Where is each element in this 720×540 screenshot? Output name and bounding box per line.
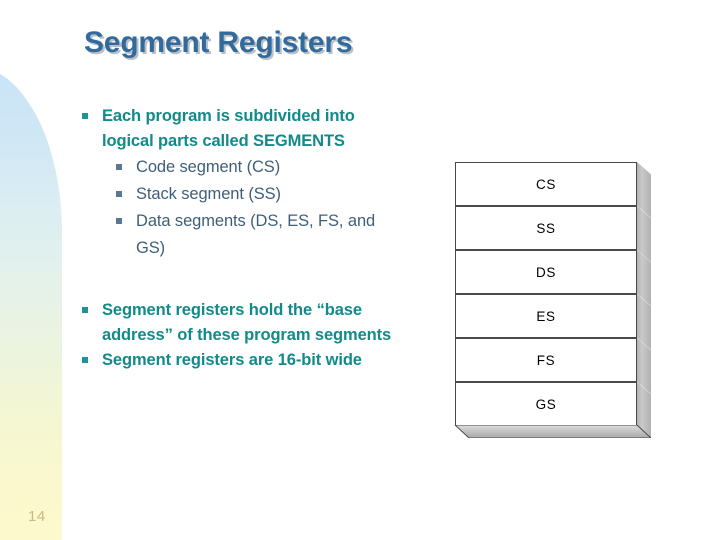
register-label-fs: FS [455,338,637,382]
register-box-side-3d [637,382,651,438]
register-box-fs: FS [455,338,651,394]
register-box-side-3d [637,250,651,306]
bullet-level2-label: Data segments (DS, ES, FS, and GS) [136,212,376,257]
bullet-level2-label: Stack segment (SS) [136,185,281,203]
bullet-square-icon [116,191,122,197]
bullet-level2: Code segment (CS) [110,154,408,181]
bullet-level2-label: Code segment (CS) [136,158,281,176]
register-box-es: ES [455,294,651,350]
bullet-level2: Data segments (DS, ES, FS, and GS) [110,208,408,262]
register-box-gs: GS [455,382,651,438]
content-body: Each program is subdivided into logical … [78,104,408,373]
register-box-side-3d [637,206,651,262]
register-stack-bottom-3d [455,425,651,438]
register-box-side-3d [637,162,651,218]
bullet-level2: Stack segment (SS) [110,181,408,208]
register-label-cs: CS [455,162,637,206]
bullet-square-icon [116,218,122,224]
register-box-cs: CS [455,162,651,218]
bullet-level1: Segment registers are 16-bit wide [78,348,408,373]
register-box-ss: SS [455,206,651,262]
page-title: Segment Registers [84,26,353,59]
bullet-level1: Segment registers hold the “base address… [78,298,408,348]
register-box-side-3d [637,338,651,394]
bullet-square-icon [116,164,122,170]
bullet-level1: Each program is subdivided into logical … [78,104,408,154]
content-spacer [78,262,408,298]
bullet-square-icon [82,307,88,313]
bullet-level1-label: Segment registers are 16-bit wide [102,351,362,369]
bullet-square-icon [82,113,88,119]
register-label-ds: DS [455,250,637,294]
bullet-square-icon [82,357,88,363]
register-label-es: ES [455,294,637,338]
bullet-level1-label: Segment registers hold the “base address… [102,301,392,344]
register-label-gs: GS [455,382,637,426]
page-number: 14 [28,508,46,525]
register-box-ds: DS [455,250,651,306]
register-box-side-3d [637,294,651,350]
bullet-level1-label: Each program is subdivided into logical … [102,107,355,150]
segment-register-stack-diagram: CS SS DS ES FS GS [455,162,651,438]
decorative-gradient-blob [0,66,62,540]
register-label-ss: SS [455,206,637,250]
